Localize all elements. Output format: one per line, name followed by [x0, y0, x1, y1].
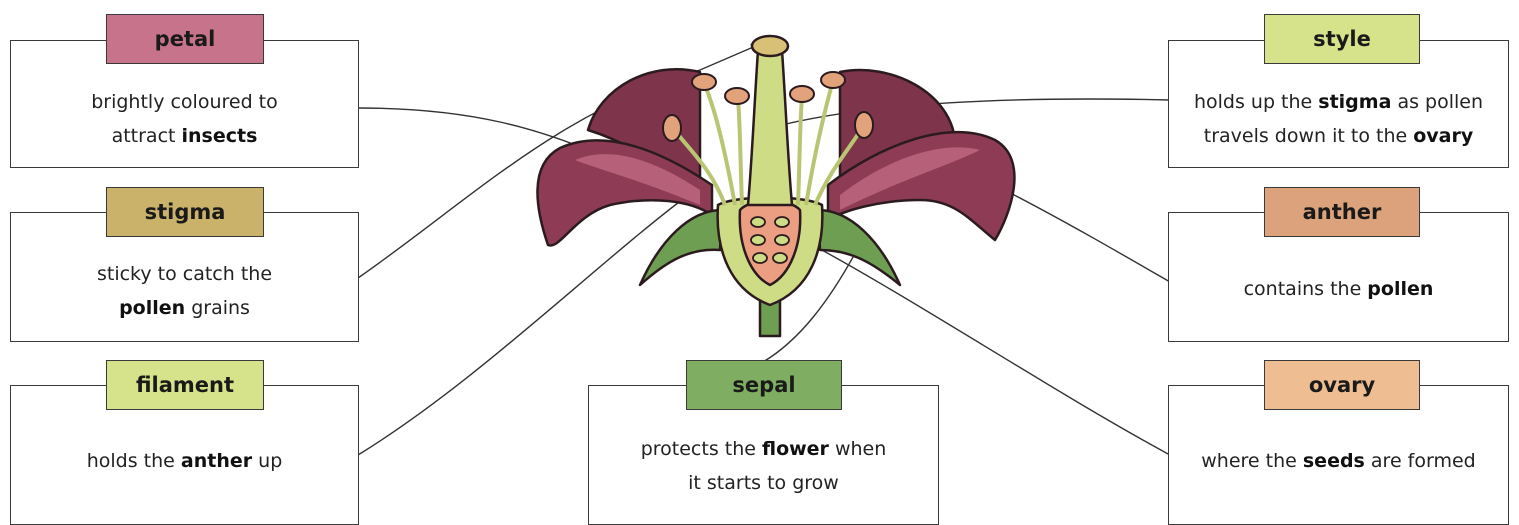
ovule [773, 253, 787, 263]
filament-label: filament [106, 360, 264, 410]
ovule [753, 253, 767, 263]
petal-description: brightly coloured to attract insects [11, 85, 358, 153]
stigma-tip [752, 36, 788, 56]
sepal-right [818, 210, 900, 285]
anther-head [790, 86, 814, 102]
sepal-left [640, 210, 722, 285]
filament-description: holds the anther up [11, 444, 358, 478]
anther-head [855, 112, 873, 138]
ovule [751, 235, 765, 245]
style-description: holds up the stigma as pollen travels do… [1169, 85, 1508, 153]
anther-head [692, 74, 716, 90]
anther-head [821, 72, 845, 88]
stigma-label: stigma [106, 187, 264, 237]
anther-description: contains the pollen [1169, 272, 1508, 306]
anther-head [663, 115, 681, 141]
filament-strand [798, 98, 802, 205]
ovule [751, 217, 765, 227]
anther-label: anther [1264, 187, 1420, 237]
style-column [748, 50, 792, 205]
sepal-label: sepal [686, 360, 842, 410]
ovary-label: ovary [1264, 360, 1420, 410]
style-label: style [1264, 14, 1420, 64]
ovule [775, 217, 789, 227]
ovule [775, 235, 789, 245]
sepal-description: protects the flower when it starts to gr… [589, 432, 938, 500]
anther-head [725, 88, 749, 104]
filament-strand [738, 100, 742, 205]
stigma-description: sticky to catch the pollen grains [11, 257, 358, 325]
ovary-description: where the seeds are formed [1169, 444, 1508, 478]
petal-label: petal [106, 14, 264, 64]
